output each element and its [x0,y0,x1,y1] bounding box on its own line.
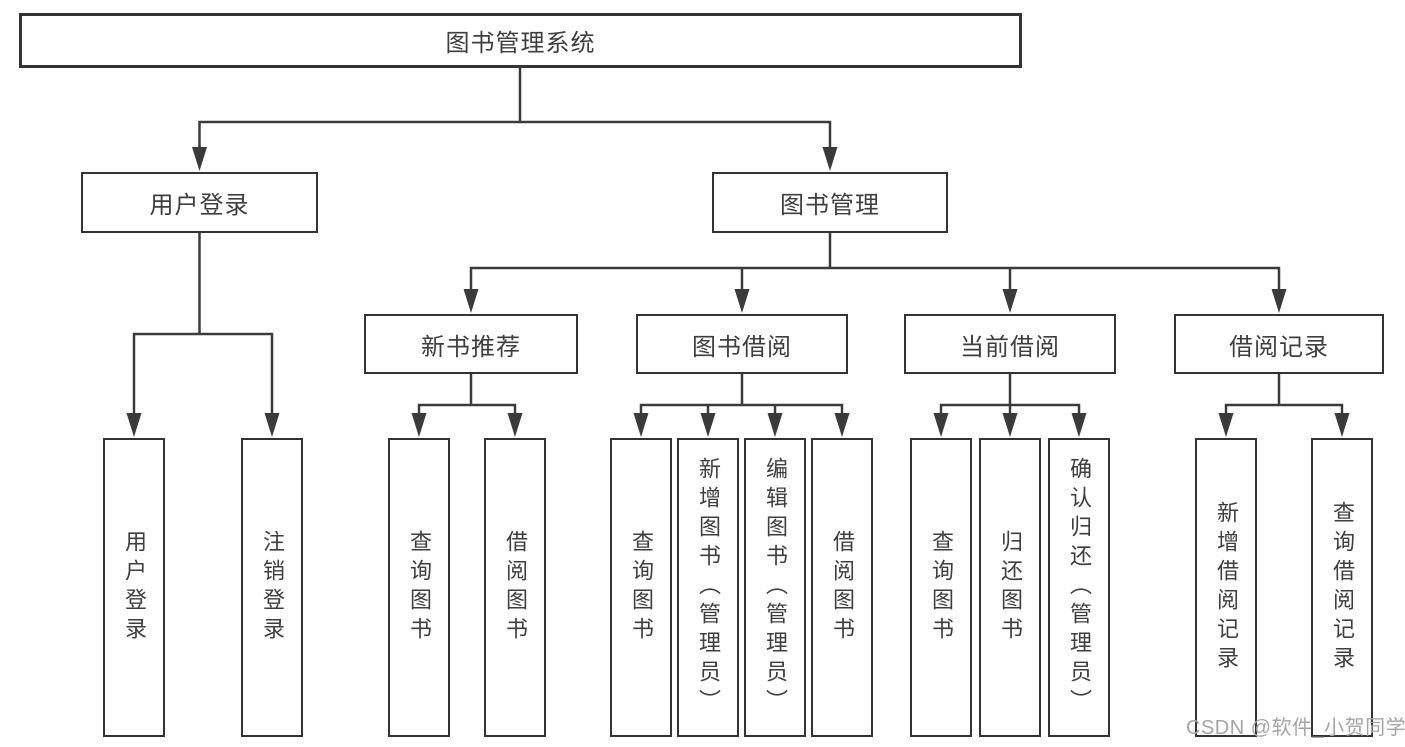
leaf-current-return-books: 归还图书 [979,438,1041,737]
node-book-management: 图书管理 [712,172,948,233]
node-new-book-recommendation: 新书推荐 [364,314,578,374]
arrowhead-borrowing-add [700,413,716,437]
arrowhead-current-confirm [1071,413,1087,437]
leaf-recommend-query-books: 查询图书 [388,438,450,737]
node-borrowing-records: 借阅记录 [1174,314,1384,374]
arrowhead-borrowing-records [1271,289,1287,313]
edge-recommendation-to-leaves [417,374,517,415]
node-library-system: 图书管理系统 [19,13,1022,68]
edge-book-management-to-level3 [469,233,1281,291]
arrowhead-current-borrowing [1002,289,1018,313]
edge-user-login-to-leaves [132,233,274,415]
node-current-borrowing: 当前借阅 [904,314,1116,374]
leaf-records-query-record: 查询借阅记录 [1311,438,1373,737]
edge-records-to-leaves [1224,374,1344,415]
leaf-borrowing-edit-books-admin: 编辑图书（管理员） [744,438,806,737]
leaf-current-query-books: 查询图书 [910,438,972,737]
leaf-borrowing-query-books: 查询图书 [610,438,672,737]
arrowhead-records-query [1334,413,1350,437]
arrowhead-recommend-query [411,413,427,437]
arrowhead-user-login [192,147,207,171]
leaf-current-confirm-return-admin: 确认归还（管理员） [1048,438,1110,737]
node-user-login: 用户登录 [81,172,318,233]
edge-root-to-level2 [198,68,832,150]
leaf-logout: 注销登录 [241,438,303,737]
arrowhead-book-borrowing [734,289,750,313]
arrowhead-leaf-user-login [126,413,142,437]
leaf-user-login: 用户登录 [103,438,165,737]
arrowhead-leaf-logout [264,413,280,437]
leaf-recommend-borrow-books: 借阅图书 [484,438,546,737]
leaf-records-add-record: 新增借阅记录 [1195,438,1257,737]
arrowhead-new-book-recommendation [463,289,479,313]
leaf-borrowing-add-books-admin: 新增图书（管理员） [677,438,739,737]
edge-current-to-leaves [939,374,1081,415]
arrowhead-book-management [822,147,838,171]
arrowhead-borrowing-borrow [834,413,850,437]
arrowhead-current-query [933,413,949,437]
csdn-watermark: CSDN @软件_小贺同学 [1186,717,1405,739]
arrowhead-records-add [1218,413,1234,437]
edge-borrowing-to-leaves [639,374,844,415]
leaf-borrowing-borrow-books: 借阅图书 [811,438,873,737]
arrowhead-current-return [1002,413,1018,437]
arrowhead-borrowing-query [633,413,649,437]
arrowhead-borrowing-edit [767,413,783,437]
arrowhead-recommend-borrow [507,413,523,437]
node-book-borrowing: 图书借阅 [636,314,848,374]
